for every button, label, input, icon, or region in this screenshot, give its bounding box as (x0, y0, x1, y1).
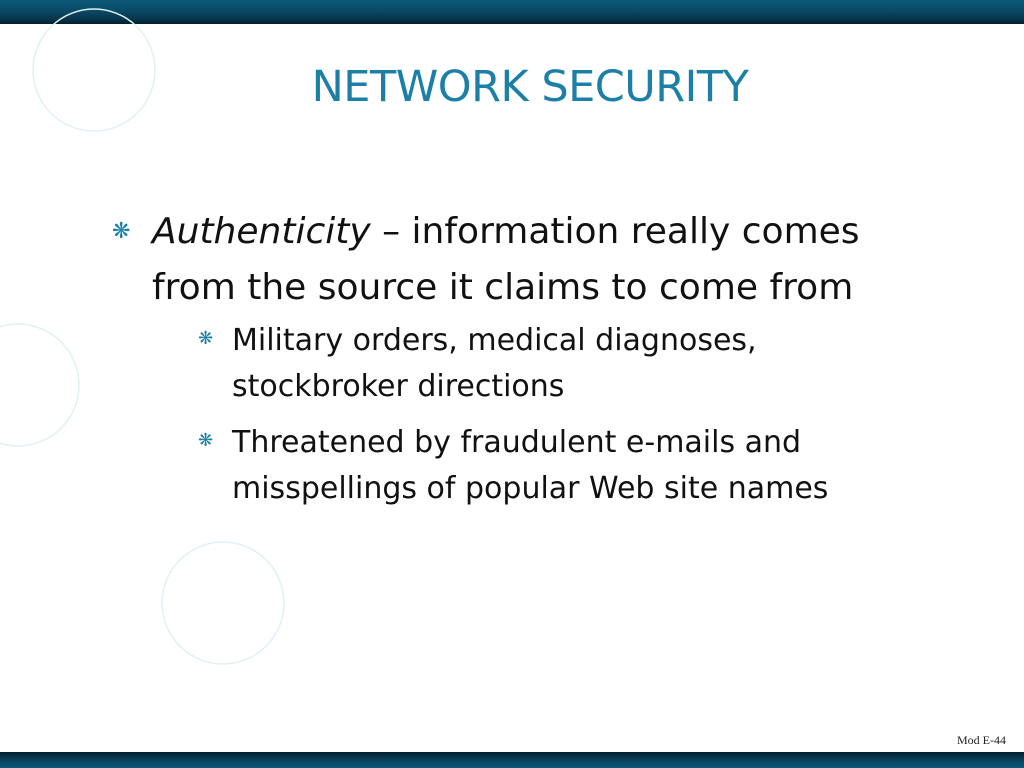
asterisk-bullet-icon: ❋ (198, 328, 214, 349)
bullet-text: – information really comes from the sour… (152, 211, 860, 308)
sub-bullet-item: ❋ Threatened by fraudulent e-mails and m… (198, 420, 910, 512)
sub-bullet-item: ❋ Military orders, medical diagnoses, st… (198, 318, 910, 410)
top-banner (0, 0, 1024, 24)
asterisk-bullet-icon: ❋ (198, 430, 214, 451)
sub-bullet-text: Military orders, medical diagnoses, stoc… (232, 323, 757, 404)
slide-title: NETWORK SECURITY (311, 62, 749, 112)
slide-number: Mod E-44 (957, 733, 1006, 747)
bullet-item-authenticity: ❋ Authenticity – information really come… (110, 204, 910, 316)
bullet-term: Authenticity (152, 211, 371, 252)
sub-bullet-text: Threatened by fraudulent e-mails and mis… (232, 425, 829, 506)
asterisk-bullet-icon: ❋ (112, 219, 131, 244)
bottom-banner (0, 752, 1024, 768)
bullet-list: ❋ Authenticity – information really come… (110, 204, 910, 522)
